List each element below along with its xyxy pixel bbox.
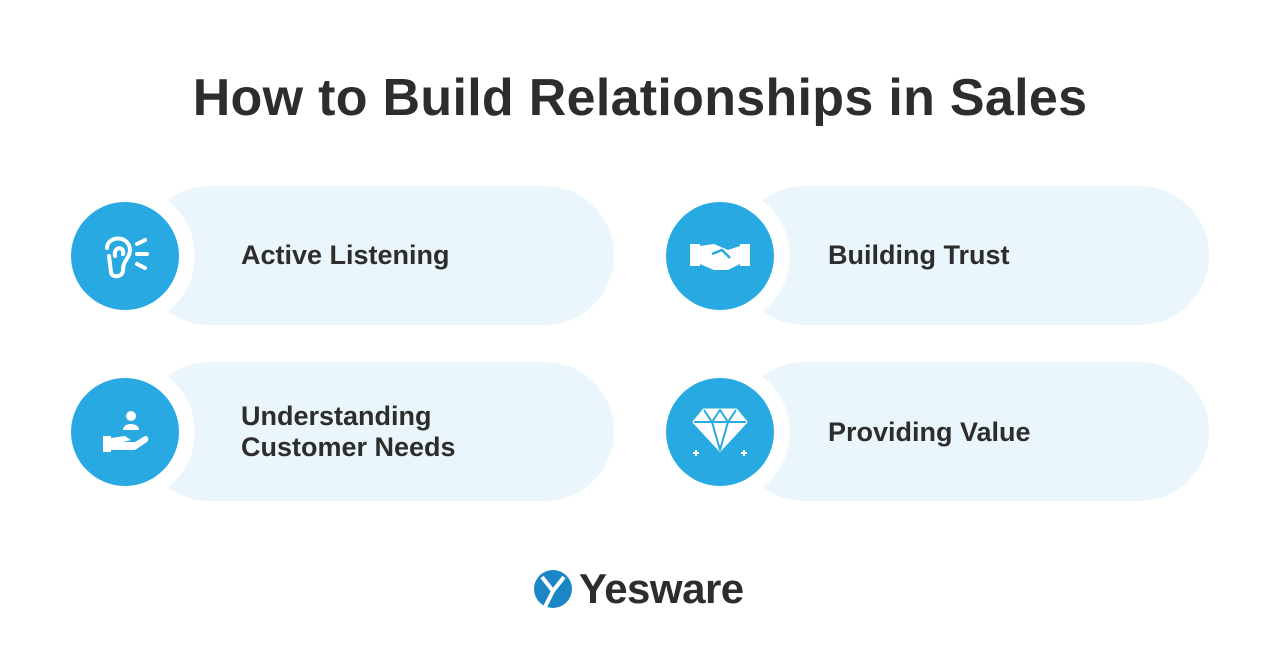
hand-person-icon (71, 378, 179, 486)
item-label: Providing Value (828, 417, 1031, 447)
card-providing-value (735, 362, 1209, 501)
item-label: Active Listening (241, 240, 450, 270)
diamond-icon (666, 378, 774, 486)
card-active-listening (140, 186, 614, 325)
brand-name: Yesware (579, 565, 744, 612)
yesware-logo-icon (534, 570, 572, 608)
item-label: Understanding Customer Needs (241, 401, 456, 463)
page-title: How to Build Relationships in Sales (192, 69, 1088, 127)
handshake-icon (666, 202, 774, 310)
yesware-logo: Yesware (533, 565, 744, 613)
item-label-line: Customer Needs (241, 432, 456, 462)
ear-icon (71, 202, 179, 310)
card-understanding-customer-needs (140, 362, 614, 501)
card-building-trust (735, 186, 1209, 325)
item-label-line: Understanding (241, 401, 432, 431)
item-label: Building Trust (828, 240, 1010, 270)
